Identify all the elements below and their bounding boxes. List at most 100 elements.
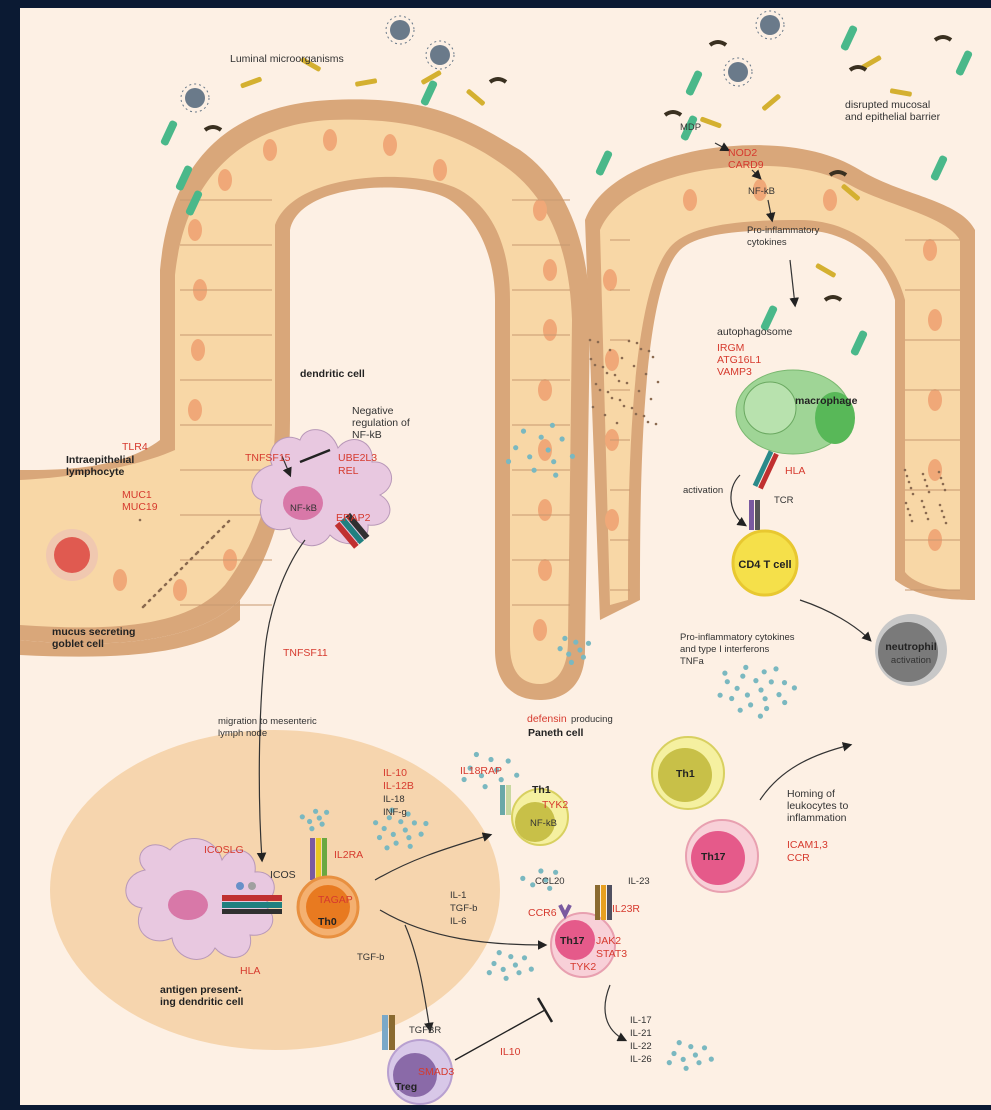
mucus-granule <box>926 485 929 488</box>
virus-particle <box>430 45 450 65</box>
mucus-granule <box>206 542 209 545</box>
mucus-granule <box>607 391 610 394</box>
cytokine-dot <box>671 1051 676 1056</box>
mucus-granule <box>943 516 946 519</box>
mucus-granule <box>174 574 177 577</box>
cytokine-dot <box>745 692 750 697</box>
il6-label: IL-6 <box>450 916 466 927</box>
erap2-label: ERAP2 <box>336 512 371 524</box>
cytokine-dot <box>722 671 727 676</box>
hla-macrophage-label: HLA <box>785 465 805 477</box>
cytokine-dot <box>718 693 723 698</box>
mucus-granule <box>589 339 592 342</box>
il2ra-label: IL2RA <box>334 849 363 861</box>
mucus-granule <box>631 407 634 410</box>
ccl20-label: CCL20 <box>535 876 565 887</box>
producing-label: producing <box>571 714 613 725</box>
tagap-label: TAGAP <box>318 894 353 906</box>
mucus-granule <box>623 405 626 408</box>
mucus-granule <box>190 558 193 561</box>
cytokine-dot <box>762 669 767 674</box>
mucus-granule <box>619 399 622 402</box>
il1-label: IL-1 <box>450 890 466 901</box>
cytokine-dot <box>320 822 325 827</box>
mucus-granule <box>180 568 183 571</box>
cell-nucleus <box>923 239 937 261</box>
neutrophil-label: neutrophil <box>885 641 936 653</box>
mucus-granule <box>907 508 910 511</box>
cell-nucleus <box>173 579 187 601</box>
mucus-granule <box>158 590 161 593</box>
cell-nucleus <box>263 139 277 161</box>
cell-nucleus <box>533 199 547 221</box>
cell-nucleus <box>928 309 942 331</box>
ccr6-label: CCR6 <box>528 907 557 919</box>
mucus-granule <box>195 553 198 556</box>
mucus-granule <box>910 487 913 490</box>
cell-nucleus <box>113 569 127 591</box>
mucus-granule <box>922 473 925 476</box>
mucus-granule <box>924 479 927 482</box>
cytokine-dot <box>551 459 556 464</box>
virus-particle <box>728 62 748 82</box>
cytokine-dot <box>550 423 555 428</box>
tgfb-1-label: TGF-b <box>450 903 477 914</box>
cytokine-dot <box>740 674 745 679</box>
cytokine-dot <box>753 678 758 683</box>
cytokine-dot <box>684 1066 689 1071</box>
mucus-granule <box>904 469 907 472</box>
th1-cell-small <box>512 789 568 845</box>
rel-label: REL <box>338 465 359 477</box>
mucus-granule <box>604 414 607 417</box>
cell-nucleus <box>823 189 837 211</box>
cytokine-dot <box>748 702 753 707</box>
mucus-granule <box>925 512 928 515</box>
cytokine-dot <box>506 459 511 464</box>
macrophage-label: macrophage <box>795 395 858 407</box>
cytokine-dot <box>560 436 565 441</box>
cytokine-dot <box>488 757 493 762</box>
nfkb-dendritic-label: NF-kB <box>290 503 317 514</box>
defensin-label: defensin <box>527 713 567 725</box>
mucus-granule <box>606 372 609 375</box>
cell-nucleus <box>383 134 397 156</box>
cytokine-dot <box>546 447 551 452</box>
mucus-granule <box>906 475 909 478</box>
tnfsf11-label: TNFSF11 <box>283 647 328 659</box>
cytokine-dot <box>529 967 534 972</box>
mucus-granule <box>945 522 948 525</box>
th0-cell <box>298 877 358 937</box>
mucus-granule <box>597 341 600 344</box>
cytokine-dot <box>487 970 492 975</box>
cytokine-dot <box>398 819 403 824</box>
mucus-granule <box>648 350 651 353</box>
nod2-label: NOD2 <box>728 147 757 159</box>
hla-dendritic-label: HLA <box>240 965 260 977</box>
cytokine-dot <box>763 696 768 701</box>
virus-particle <box>760 15 780 35</box>
icoslg-label: ICOSLG <box>204 844 244 856</box>
mucus-granule <box>602 366 605 369</box>
mucus-granule <box>616 422 619 425</box>
cell-nucleus <box>533 619 547 641</box>
paneth-cell-label: Paneth cell <box>528 727 584 739</box>
tgfbr-label: TGFBR <box>409 1025 441 1036</box>
cytokine-dot <box>514 773 519 778</box>
il22-label: IL-22 <box>630 1041 652 1052</box>
cytokine-dot <box>317 815 322 820</box>
tnfsf15-label: TNFSF15 <box>245 452 291 464</box>
cytokine-dot <box>497 950 502 955</box>
mucus-granule <box>941 510 944 513</box>
mucus-granule <box>640 348 643 351</box>
mucus-granule <box>645 373 648 376</box>
cytokine-dot <box>702 1045 707 1050</box>
mucus-granule <box>944 489 947 492</box>
mucus-granule <box>227 521 230 524</box>
mucus-granule <box>217 531 220 534</box>
mucus-granule <box>590 358 593 361</box>
mucus-granule <box>621 357 624 360</box>
tcr-label: TCR <box>774 495 794 506</box>
il26-label: IL-26 <box>630 1054 652 1065</box>
cytokine-dot <box>474 752 479 757</box>
cell-nucleus <box>538 379 552 401</box>
